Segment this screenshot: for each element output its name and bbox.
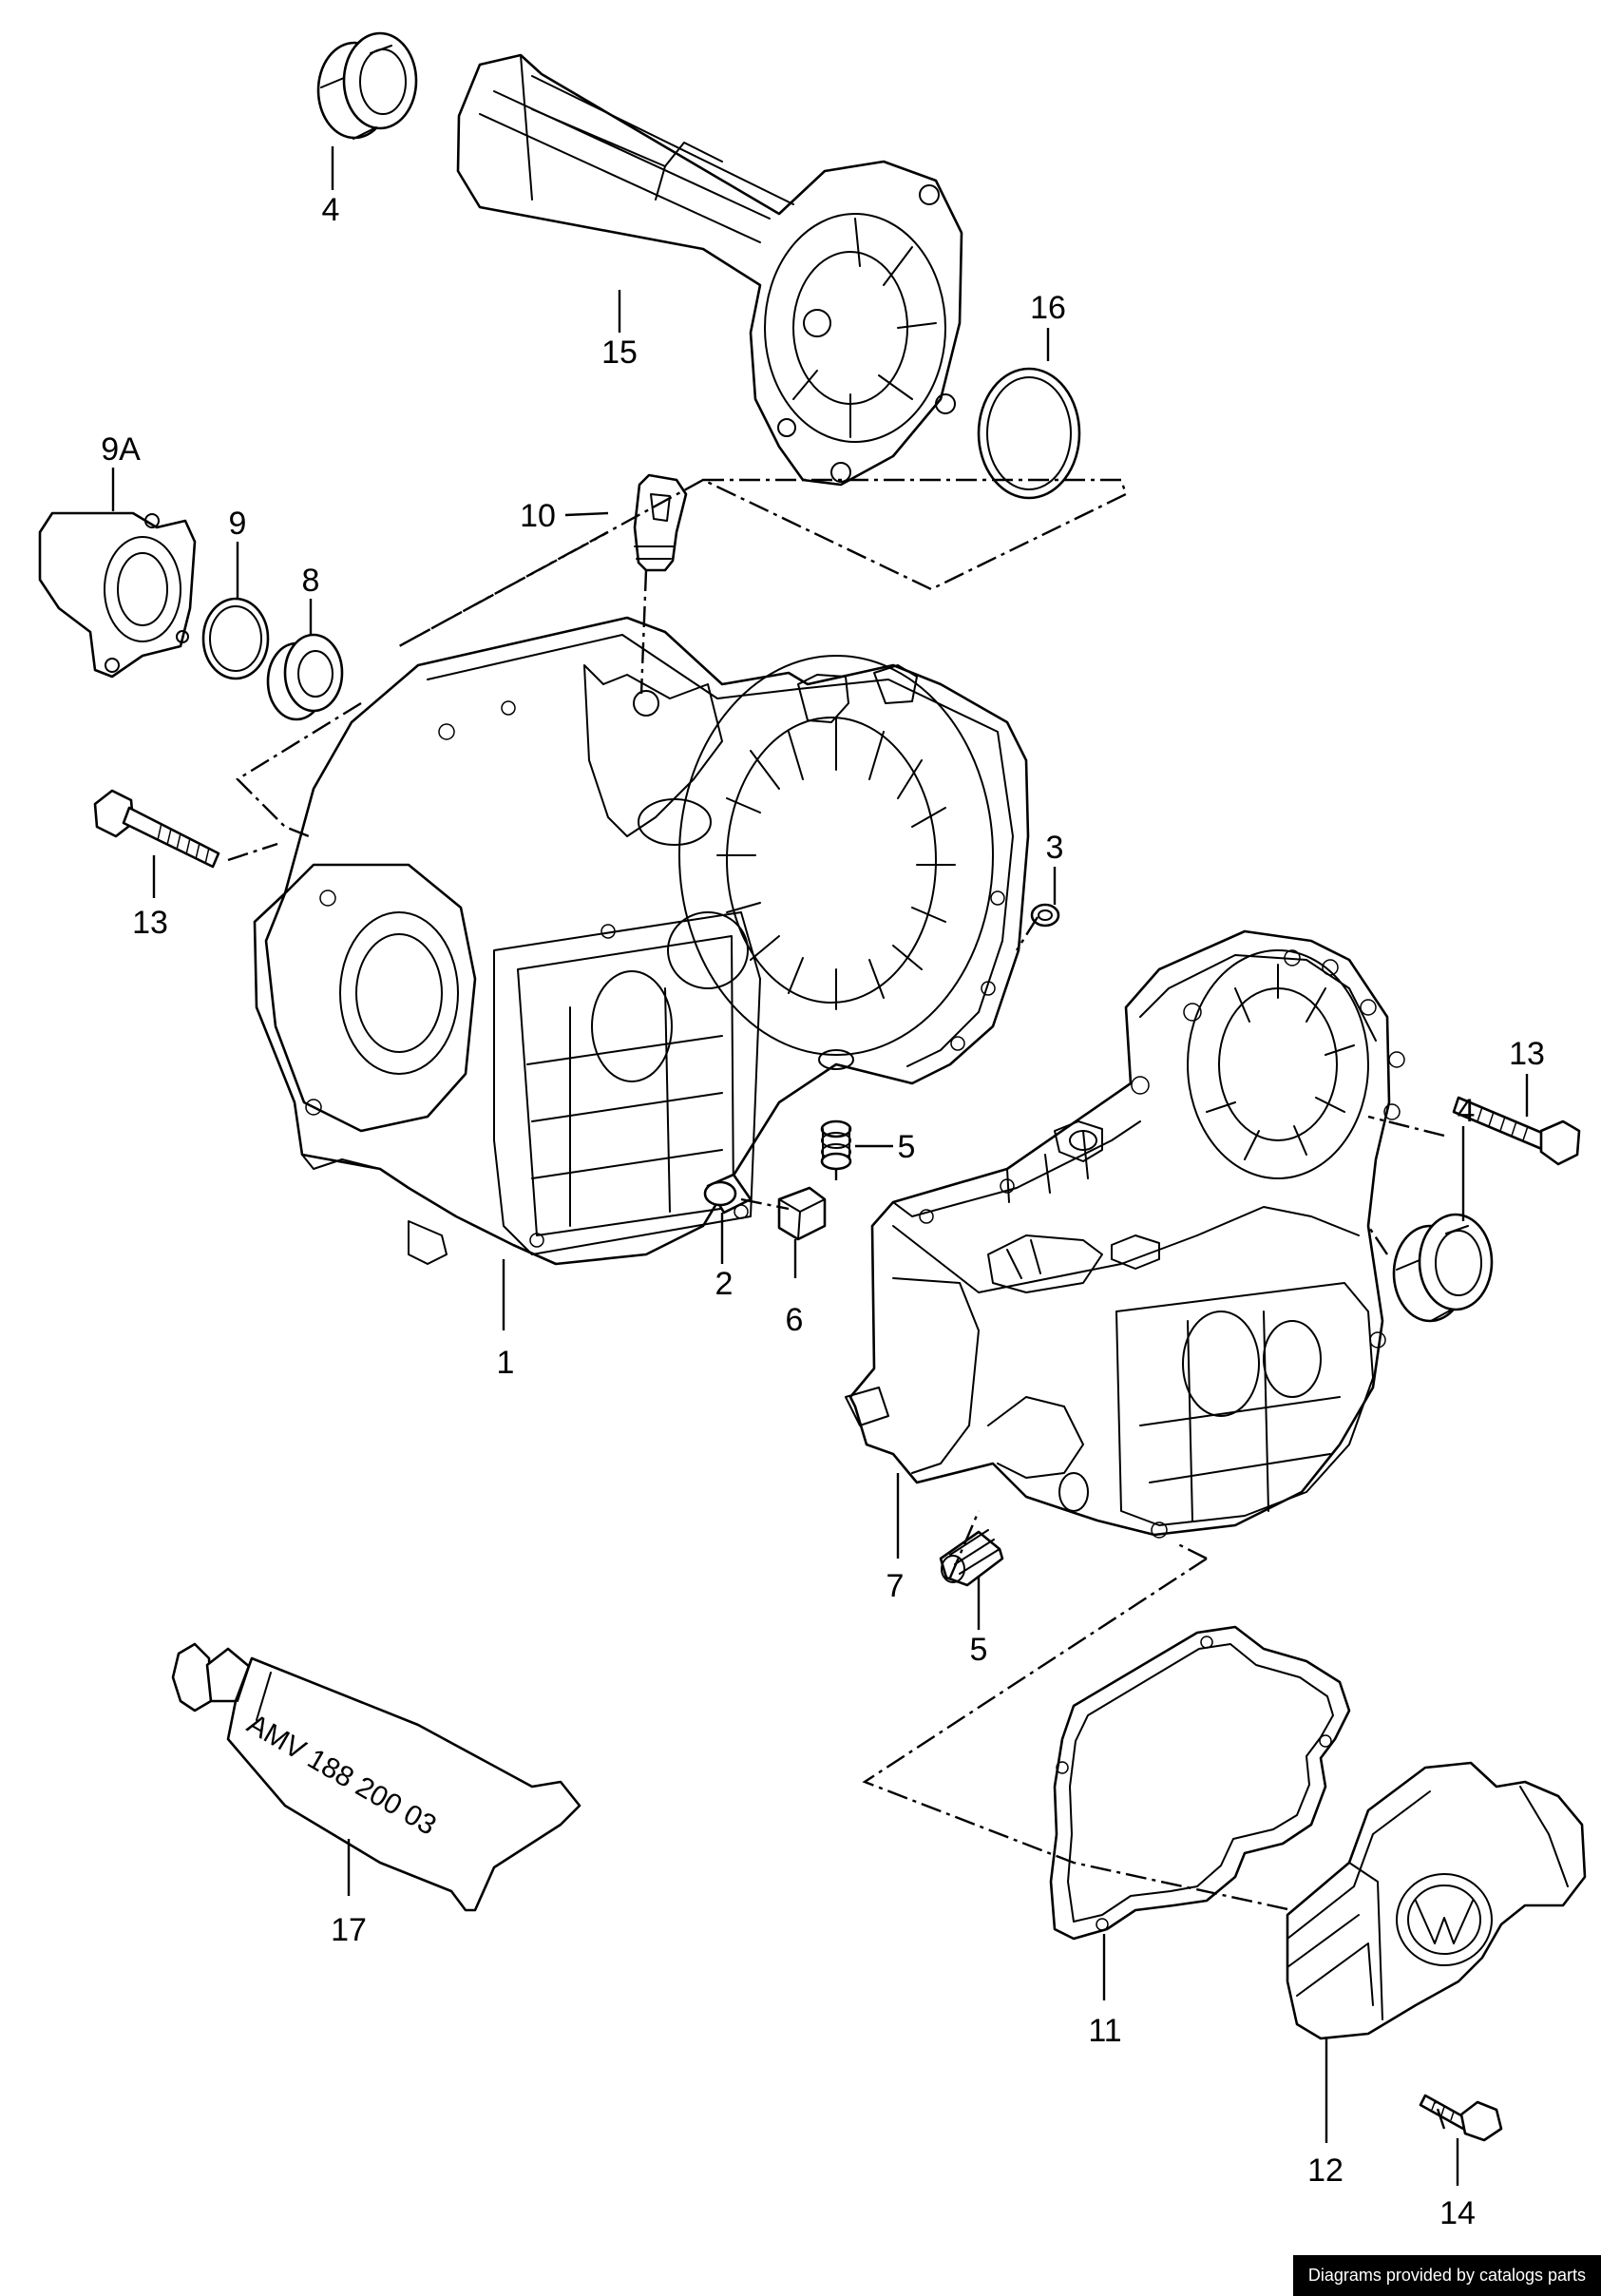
part-2-bush: [703, 1173, 753, 1215]
callout-7: 7: [886, 1568, 905, 1604]
callout-5-lower: 5: [970, 1632, 988, 1668]
callout-1: 1: [497, 1345, 515, 1381]
part-3-dowel-sleeve: [1030, 903, 1060, 928]
part-13-bolt-right: [1452, 1096, 1581, 1166]
part-12-cover: [1286, 1761, 1587, 2040]
callout-15: 15: [601, 335, 638, 371]
callout-11: 11: [1088, 2013, 1121, 2049]
part-9a-guide-sleeve: [38, 511, 197, 679]
callout-3: 3: [1046, 830, 1064, 866]
part-1-transmission-housing: [253, 616, 1030, 1266]
part-13-bolt-left: [93, 789, 220, 869]
callout-17: 17: [331, 1912, 367, 1948]
part-5-spring-upper: [820, 1119, 852, 1171]
callout-5-upper: 5: [898, 1129, 916, 1165]
callout-leaders: [111, 146, 1529, 2186]
credit-banner: Diagrams provided by catalogs parts: [1292, 2255, 1601, 2296]
part-4-seal-lower: [1392, 1213, 1494, 1323]
part-11-cover-gasket: [1049, 1625, 1351, 1941]
part-5-spring-lower: [939, 1529, 1004, 1587]
part-9-circlip: [201, 597, 270, 680]
part-17-sealant-tube: AMV 188 200 03: [171, 1642, 581, 1912]
callout-4-lower: 4: [1458, 1093, 1476, 1129]
callout-2: 2: [715, 1266, 734, 1302]
part-8-bearing: [266, 633, 344, 721]
callout-16: 16: [1030, 290, 1066, 326]
part-16-o-ring: [977, 367, 1081, 500]
part-6-block: [777, 1186, 827, 1241]
callout-10: 10: [520, 498, 556, 534]
part-7-gearbox-housing: [845, 929, 1405, 1539]
callout-13-right: 13: [1509, 1036, 1545, 1072]
part-14-cover-bolt: [1419, 2094, 1503, 2142]
callout-12: 12: [1307, 2152, 1344, 2189]
callout-4-top: 4: [322, 192, 340, 228]
part-15-extension-housing: [456, 53, 963, 487]
callout-8: 8: [302, 563, 320, 599]
callout-13-left: 13: [132, 905, 168, 941]
callout-14: 14: [1439, 2195, 1476, 2231]
part-10-filler-plug: [633, 473, 688, 572]
assembly-center-lines: [227, 478, 1446, 2130]
callout-labels: 4 15 16 9A 9 8 10 3 13 1 2 6 5 13 4 7 5 …: [101, 192, 1545, 2231]
callout-9a: 9A: [101, 431, 141, 468]
callout-9: 9: [229, 506, 247, 542]
part-4-seal-top: [316, 31, 418, 140]
callout-6: 6: [786, 1302, 804, 1338]
